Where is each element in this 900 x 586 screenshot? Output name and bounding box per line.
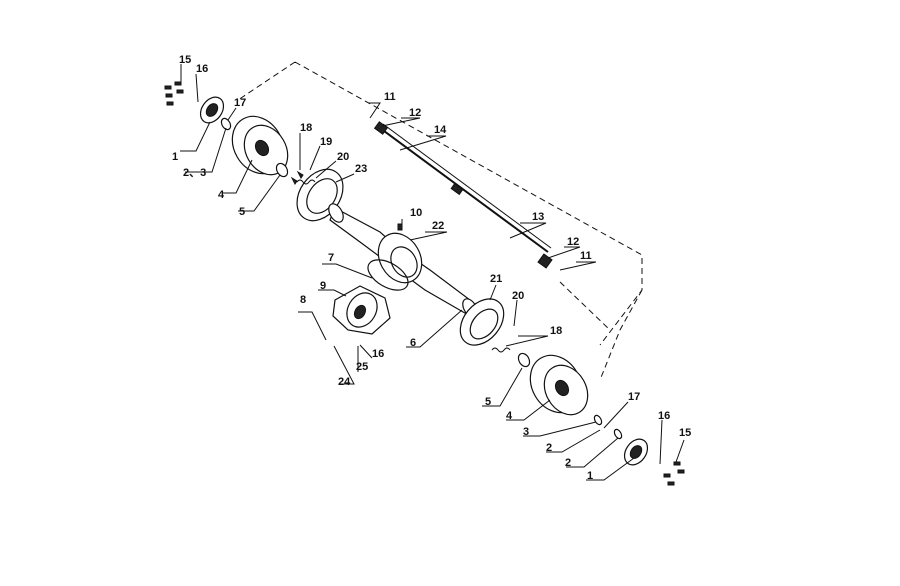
callout-19: 19 [320, 136, 332, 148]
callout-1-left: 1 [172, 151, 178, 163]
differential-carrier [332, 285, 391, 335]
callout-3-right: 3 [523, 426, 529, 438]
callout-23: 23 [355, 163, 367, 175]
callout-2-right-a: 2 [546, 442, 552, 454]
callout-10: 10 [410, 207, 422, 219]
callout-16-left: 16 [196, 63, 208, 75]
callout-22: 22 [432, 220, 444, 232]
right-hub-drum [529, 354, 589, 416]
callout-4-right: 4 [506, 410, 513, 422]
leader-lines [180, 64, 685, 481]
right-brake-springs [491, 347, 511, 353]
left-bearing [275, 162, 289, 178]
callout-7: 7 [328, 252, 334, 264]
callout-15-right: 15 [679, 427, 691, 439]
phantom-boundary-line [237, 61, 643, 346]
callout-18-left: 18 [300, 122, 312, 134]
callout-15-left: 15 [179, 54, 191, 66]
callout-6: 6 [410, 337, 416, 349]
right-seal-ring-a [593, 414, 603, 426]
left-bolts [164, 81, 184, 106]
right-bolts [663, 461, 685, 486]
callout-8: 8 [300, 294, 306, 306]
callout-2-3-left: 2、3 [183, 167, 206, 179]
callout-17-right: 17 [628, 391, 640, 403]
right-half-shaft-spline [450, 182, 553, 269]
callout-20-right: 20 [512, 290, 524, 302]
callout-17-left: 17 [234, 97, 246, 109]
phantom-boundary-line-lower [599, 289, 643, 381]
left-seal-ring [220, 117, 232, 131]
callout-11-bottom: 11 [580, 250, 592, 262]
callout-11-top: 11 [384, 91, 396, 103]
callout-5-right: 5 [485, 396, 491, 408]
callout-1-right: 1 [587, 470, 593, 482]
callout-16-right: 16 [658, 410, 670, 422]
right-bearing [517, 352, 531, 368]
callout-20-left: 20 [337, 151, 349, 163]
left-brake-springs [296, 179, 316, 185]
callout-25: 25 [356, 361, 368, 373]
callout-13: 13 [532, 211, 544, 223]
callout-9: 9 [320, 280, 326, 292]
callout-24: 24 [338, 376, 351, 388]
gasket [367, 259, 409, 291]
callout-2-right-b: 2 [565, 457, 571, 469]
left-hub-cap [199, 96, 225, 124]
right-hub-cap [623, 438, 649, 466]
callout-16-center: 16 [372, 348, 384, 360]
callout-4-left: 4 [218, 189, 225, 201]
callout-12-bottom: 12 [567, 236, 579, 248]
breather-vent [397, 223, 403, 231]
callout-14: 14 [434, 124, 447, 136]
right-seal-ring-b [613, 428, 623, 440]
left-half-shaft [373, 121, 552, 253]
callout-21: 21 [490, 273, 502, 285]
right-brake-assembly [459, 298, 505, 346]
callout-18-right: 18 [550, 325, 562, 337]
callout-5-left: 5 [239, 206, 245, 218]
callout-12-top: 12 [409, 107, 421, 119]
